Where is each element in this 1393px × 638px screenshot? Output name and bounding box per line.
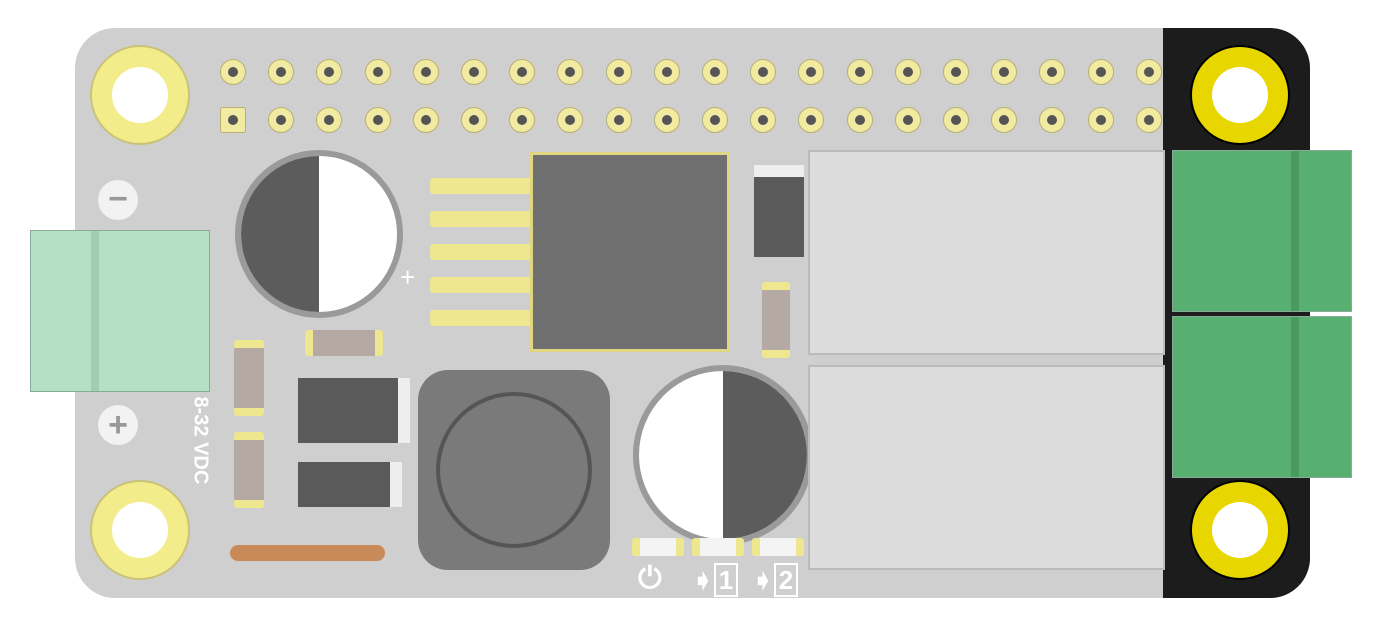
capacitor (235, 150, 403, 318)
jumper-wire (230, 545, 385, 561)
header-pin (605, 107, 632, 133)
relay2-label: ➧2 (752, 563, 799, 597)
header-pin (461, 59, 487, 85)
relay2-led (752, 538, 804, 556)
header-pin (268, 59, 295, 85)
header-pin (1039, 107, 1066, 133)
header-pin (509, 59, 536, 85)
header-pin (557, 107, 584, 133)
header-pin (750, 107, 777, 133)
relay1-led (692, 538, 744, 556)
smd-resistor (234, 340, 264, 416)
voltage-label: 8-32 VDC (189, 396, 212, 485)
regulator-ic (530, 152, 730, 352)
power-led (632, 538, 684, 556)
header-pin (557, 59, 584, 85)
header-pin (653, 107, 680, 133)
smd-resistor (305, 330, 383, 356)
diode (298, 378, 410, 443)
header-pin (461, 107, 487, 133)
mounting-hole (90, 45, 190, 145)
header-pin (702, 59, 728, 85)
header-pin (846, 107, 873, 133)
minus-icon: − (98, 180, 138, 220)
header-pin (1039, 59, 1066, 85)
plus-symbol: + (108, 406, 128, 444)
ic-lead (430, 244, 532, 260)
header-pin (991, 59, 1018, 85)
capacitor (633, 365, 813, 545)
header-pin (364, 107, 391, 133)
ic-lead (430, 178, 532, 194)
mounting-hole (90, 480, 190, 580)
header-pin (220, 59, 246, 85)
ic-lead (430, 310, 532, 326)
relay2-terminal-block (1172, 316, 1352, 478)
header-pin (1087, 107, 1114, 133)
smd-resistor (234, 432, 264, 508)
relay-2 (808, 365, 1165, 570)
header-pin (509, 107, 536, 133)
power-terminal-block (30, 230, 210, 392)
header-pin (316, 107, 343, 133)
diode (754, 165, 804, 257)
header-pin (364, 59, 391, 85)
header-pin (1135, 59, 1162, 85)
minus-symbol: − (108, 180, 128, 218)
header-pin (991, 107, 1018, 133)
relay-1 (808, 150, 1165, 355)
header-pin (412, 59, 439, 85)
header-pin (412, 107, 439, 133)
header-pin (605, 59, 632, 85)
inductor (418, 370, 610, 570)
header-pin (653, 59, 680, 85)
header-pin (846, 59, 873, 85)
header-pin (316, 59, 343, 85)
mounting-hole (1190, 480, 1290, 580)
relay1-label: ➧1 (692, 563, 739, 597)
ic-lead (430, 211, 532, 227)
header-pin (268, 107, 295, 133)
header-pin (894, 107, 921, 133)
smd-resistor (762, 282, 790, 358)
header-pin (1135, 107, 1162, 133)
relay1-terminal-block (1172, 150, 1352, 312)
header-pin (894, 59, 921, 85)
header-pin (220, 107, 246, 133)
ic-lead (430, 277, 532, 293)
power-icon: ⏻ (638, 562, 662, 595)
header-pin (702, 107, 728, 133)
header-pin (798, 59, 825, 85)
header-pin (798, 107, 825, 133)
plus-icon: + (98, 405, 138, 445)
header-pin (943, 107, 969, 133)
header-pin (943, 59, 969, 85)
header-pin (750, 59, 777, 85)
diode (298, 462, 402, 507)
capacitor-polarity-mark: + (400, 262, 416, 292)
header-pin (1087, 59, 1114, 85)
mounting-hole (1190, 45, 1290, 145)
